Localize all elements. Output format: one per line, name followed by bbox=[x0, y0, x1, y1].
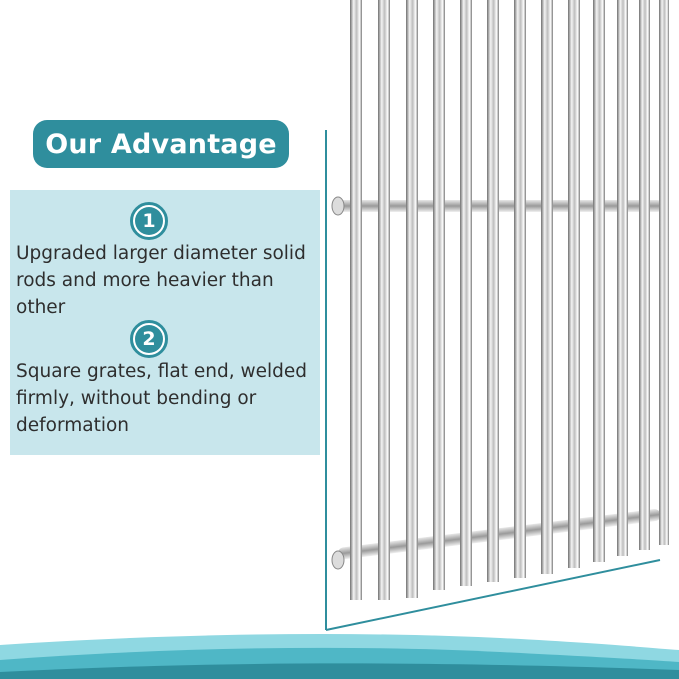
advantages-panel: 1 Upgraded larger diameter solid rods an… bbox=[10, 190, 320, 455]
decorative-wave bbox=[0, 634, 679, 679]
number-badge-2-label: 2 bbox=[135, 325, 163, 353]
number-badge-2: 2 bbox=[130, 320, 168, 358]
advantage-2-text: Square grates, flat end, welded firmly, … bbox=[16, 361, 307, 436]
advantage-1-text: Upgraded larger diameter solid rods and … bbox=[16, 243, 306, 318]
number-badge-1: 1 bbox=[130, 202, 168, 240]
page-title: Our Advantage bbox=[33, 120, 289, 168]
number-badge-1-label: 1 bbox=[135, 207, 163, 235]
cooking-grate-image bbox=[325, 0, 669, 631]
